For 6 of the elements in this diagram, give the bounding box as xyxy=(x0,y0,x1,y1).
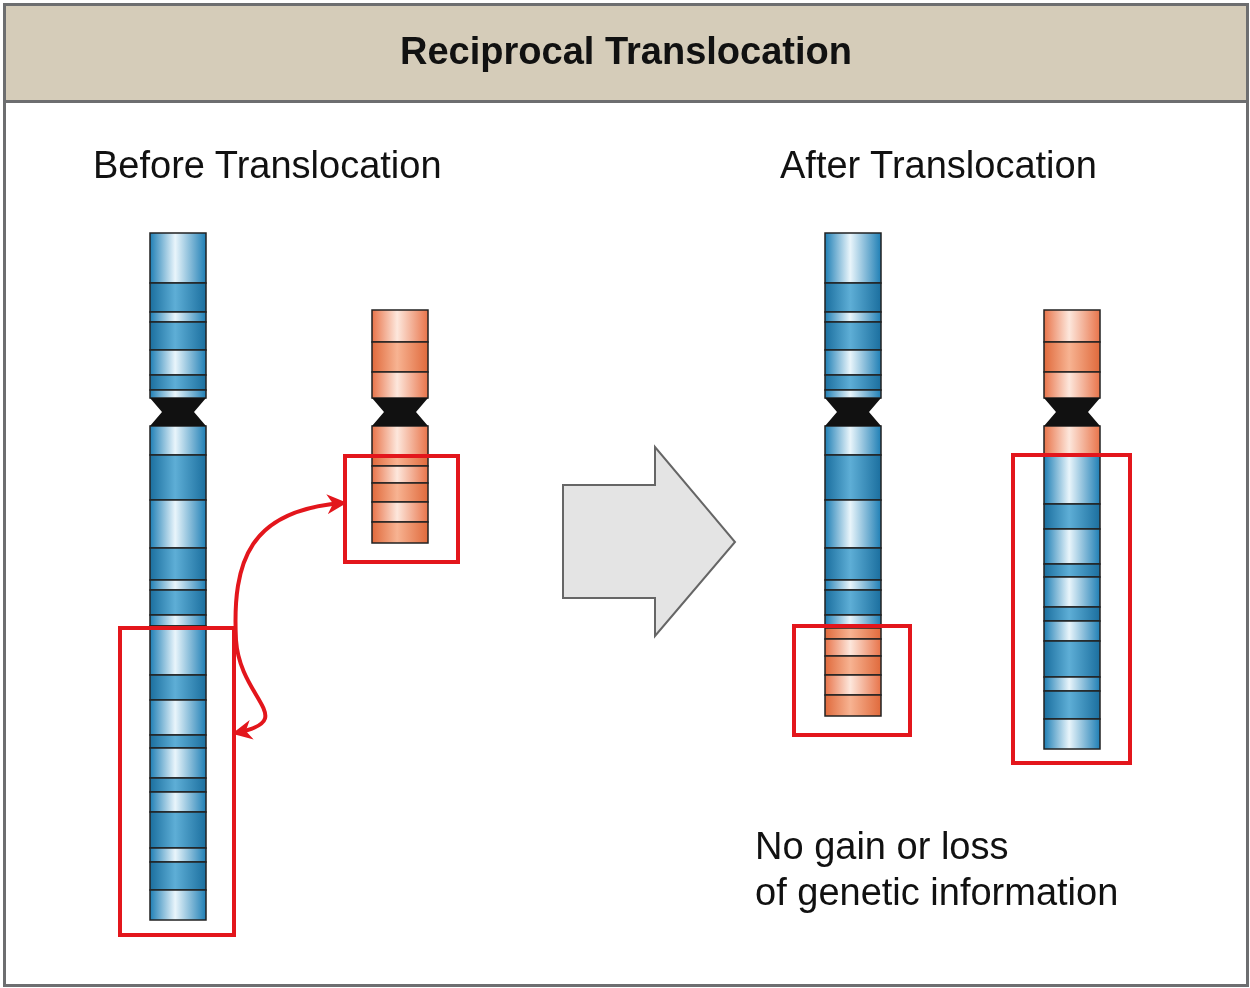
highlight-box xyxy=(118,626,236,937)
title: Reciprocal Translocation xyxy=(399,30,853,73)
highlight-box xyxy=(343,454,460,564)
panel-heading: Before Translocation xyxy=(93,143,442,188)
note-text: No gain or loss of genetic information xyxy=(755,824,1119,915)
panel-heading: After Translocation xyxy=(780,143,1097,188)
